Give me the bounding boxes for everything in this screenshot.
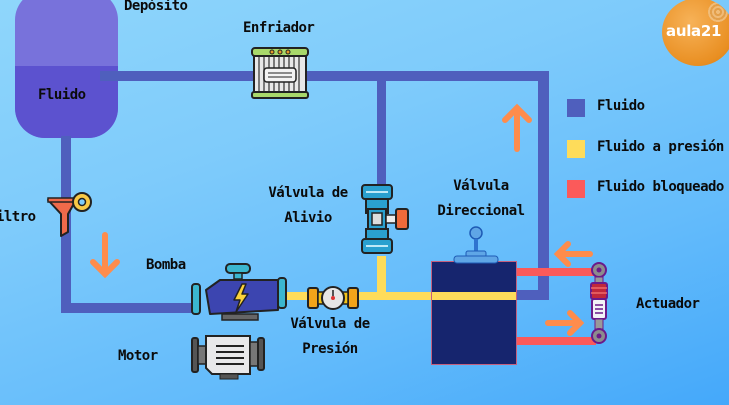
pipe-pressure-through-valve [432, 292, 516, 300]
arrow-right-icon [545, 310, 585, 336]
pipe-blocked-bottom [516, 337, 596, 345]
pipe-return-top [100, 71, 549, 81]
label-enfriador: Enfriador [243, 20, 315, 36]
cooler-icon [251, 47, 309, 99]
reservoir-tank [15, 0, 118, 138]
motor-icon [191, 335, 265, 380]
label-valvula-direccional-2: Direccional [437, 203, 525, 219]
pipe-suction-horizontal [61, 303, 196, 313]
label-actuador: Actuador [636, 296, 700, 312]
arrow-down-icon [90, 232, 120, 279]
arrow-left-icon [553, 241, 593, 267]
label-motor: Motor [118, 348, 158, 364]
legend-swatch-fluido-bloqueado [567, 180, 585, 198]
relief-valve-icon [361, 184, 409, 254]
pipe-pressure-relief [377, 256, 386, 296]
label-valvula-direccional-1: Válvula [453, 178, 509, 194]
label-deposito: Depósito [124, 0, 188, 14]
label-valvula-alivio-1: Válvula de [268, 185, 348, 201]
arrow-up-icon [502, 103, 532, 152]
filter-icon [47, 192, 92, 237]
pipe-return-right [538, 71, 549, 300]
label-valvula-alivio-2: Alivio [284, 210, 332, 226]
label-valvula-presion-2: Presión [302, 341, 358, 357]
legend-swatch-fluido-presion [567, 140, 585, 158]
label-filtro: Filtro [0, 209, 36, 225]
pump-icon [191, 263, 287, 321]
legend-label-fluido-presion: Fluido a presión [597, 139, 724, 155]
pipe-blocked-top [516, 268, 596, 276]
pressure-valve-icon [307, 286, 359, 310]
legend-label-fluido-bloqueado: Fluido bloqueado [597, 179, 724, 195]
globe-icon [708, 2, 728, 22]
legend-label-fluido: Fluido [597, 98, 645, 114]
label-fluido-tank: Fluido [38, 87, 86, 103]
aula21-logo: aula21 [662, 0, 729, 66]
pipe-relief-return [377, 71, 386, 191]
label-valvula-presion-1: Válvula de [290, 316, 370, 332]
pipe-return-dvalve [516, 290, 549, 300]
legend-swatch-fluido [567, 99, 585, 117]
directional-valve-body [432, 262, 516, 364]
joystick-icon [453, 226, 499, 264]
actuator-icon [590, 262, 608, 344]
label-bomba: Bomba [146, 257, 186, 273]
logo-text: aula21 [666, 22, 722, 40]
